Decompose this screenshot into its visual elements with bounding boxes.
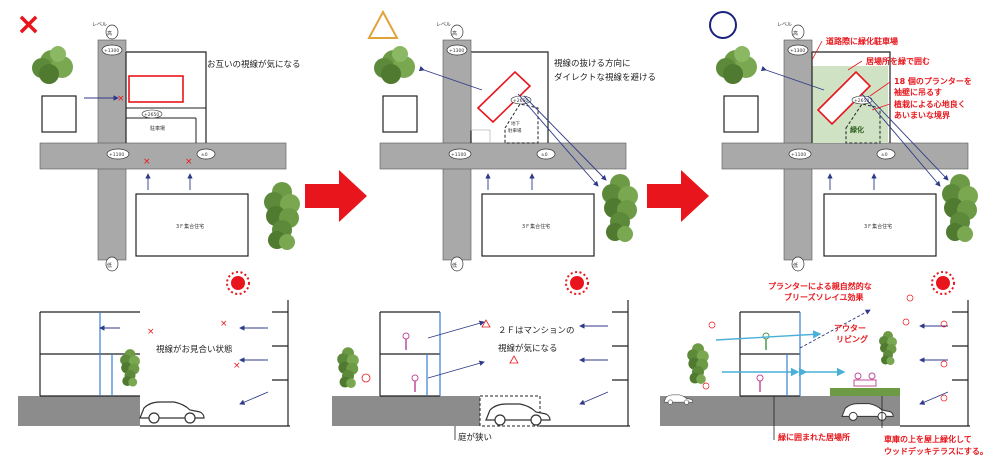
- height-0: ±0: [201, 152, 208, 158]
- svg-text:×: ×: [233, 361, 241, 371]
- panel1-section-note: 視線がお見合い状態: [156, 344, 233, 355]
- apartment-label: 3Ｆ集合住宅: [176, 223, 204, 230]
- svg-text:×: ×: [220, 319, 228, 329]
- plan-labels-hgt-0: ±0: [881, 152, 888, 158]
- panel2-section-note-2: 視線が気になる: [498, 343, 558, 354]
- panel2-note-1: 視線の抜ける方向に: [554, 58, 631, 69]
- plan-labels-hgt-1300: +1300: [790, 48, 805, 54]
- plan-labels-level: レベル: [436, 22, 451, 28]
- plan-labels-high: 高: [452, 30, 457, 37]
- house-footprint: [128, 75, 184, 103]
- road-horizontal: [39, 142, 287, 170]
- plan-labels-level: レベル: [777, 22, 792, 28]
- low-label: 低: [107, 262, 112, 269]
- plan-labels-hgt-1100: +1100: [451, 152, 466, 158]
- brise-soleil-note-1: プランターによる親自然的な: [768, 281, 872, 291]
- svg-text:×: ×: [117, 94, 125, 104]
- level-label: レベル: [92, 22, 107, 28]
- mark-circle: [709, 11, 737, 39]
- car-1: [139, 401, 205, 424]
- panel1-note: お互いの視線が気になる: [207, 59, 301, 70]
- panel-3-proposal: レベル 高 +1300 低 +1100 ±0 +2650 緑化 3Ｆ集合住宅 道…: [660, 11, 988, 456]
- panel2-narrow-garden: 庭が狭い: [458, 432, 492, 443]
- panel-1-bad: × レベル 高 +1300 低 +1100 ±0 +2650 駐車場 3Ｆ集合住…: [16, 7, 301, 427]
- svg-text:×: ×: [147, 327, 155, 337]
- panel2-section-note-1: ２Ｆはマンションの: [498, 326, 575, 336]
- apartment-block: [135, 193, 249, 257]
- green-parking-label: 緑化: [850, 125, 864, 134]
- plan-labels-hgt-1300: +1300: [449, 48, 464, 54]
- plan-labels-high: 高: [793, 30, 798, 37]
- panel2-note-2: ダイレクトな視線を避ける: [554, 72, 656, 83]
- rooftop-deck-note-2: ウッドデッキテラスにする。: [884, 446, 988, 456]
- plan-labels-hgt-2650: +2650: [854, 98, 869, 104]
- bullet-2: 居場所を緑で囲む: [866, 56, 930, 66]
- rooftop-deck-note-1: 車庫の上を屋上緑化して: [884, 434, 972, 444]
- height-1300: +1300: [104, 48, 119, 54]
- bullet-3a: 18 個のプランターを: [894, 76, 972, 86]
- outer-living-1: アウター: [834, 323, 866, 333]
- bullet-1: 道路際に緑化駐車場: [826, 36, 898, 46]
- flow-arrow-1: [305, 170, 367, 222]
- bullet-4b: あいまいな境界: [894, 110, 951, 120]
- neighbor-house-left: [41, 95, 77, 133]
- mark-triangle: [367, 9, 399, 39]
- outer-living-2: リビング: [836, 334, 868, 344]
- high-label: 高: [107, 30, 112, 37]
- tree-right: [264, 182, 300, 250]
- plan-labels-low: 低: [452, 262, 457, 269]
- plan-labels-low: 低: [793, 262, 798, 269]
- bullet-4a: 植栽による心地良く: [893, 99, 966, 109]
- plan-labels-hgt-0: ±0: [541, 152, 548, 158]
- svg-text:×: ×: [143, 157, 151, 167]
- height-1100: +1100: [109, 152, 124, 158]
- tree-top-left: [32, 46, 73, 84]
- house-rotated: [476, 70, 532, 124]
- parking-label: 駐車場: [150, 125, 165, 132]
- plan-labels-hgt-2650: +2650: [513, 98, 528, 104]
- plan-labels-basement-parking-2: 駐車場: [508, 127, 522, 134]
- panel-2-improve: レベル 高 +1300 低 +1100 ±0 +2650 地下 駐車場 3Ｆ集合…: [332, 9, 656, 443]
- plan-labels-hgt-1100: +1100: [791, 152, 806, 158]
- height-2650: +2650: [144, 112, 159, 118]
- plan-labels-basement-parking-1: 地下: [511, 120, 520, 127]
- svg-text:×: ×: [185, 157, 193, 167]
- plan-labels-apartment: 3Ｆ集合住宅: [864, 223, 892, 230]
- flow-arrow-2: [647, 170, 709, 222]
- ground-1: [18, 396, 140, 426]
- mark-cross: ×: [16, 7, 41, 42]
- plan-labels-apartment: 3Ｆ集合住宅: [522, 223, 550, 230]
- green-surrounded-place: 緑に囲まれた居場所: [778, 432, 850, 442]
- bullet-3b: 袖壁に吊るす: [893, 87, 942, 97]
- brise-soleil-note-2: ブリーズソレイユ効果: [784, 292, 863, 302]
- sun-1: [226, 271, 250, 295]
